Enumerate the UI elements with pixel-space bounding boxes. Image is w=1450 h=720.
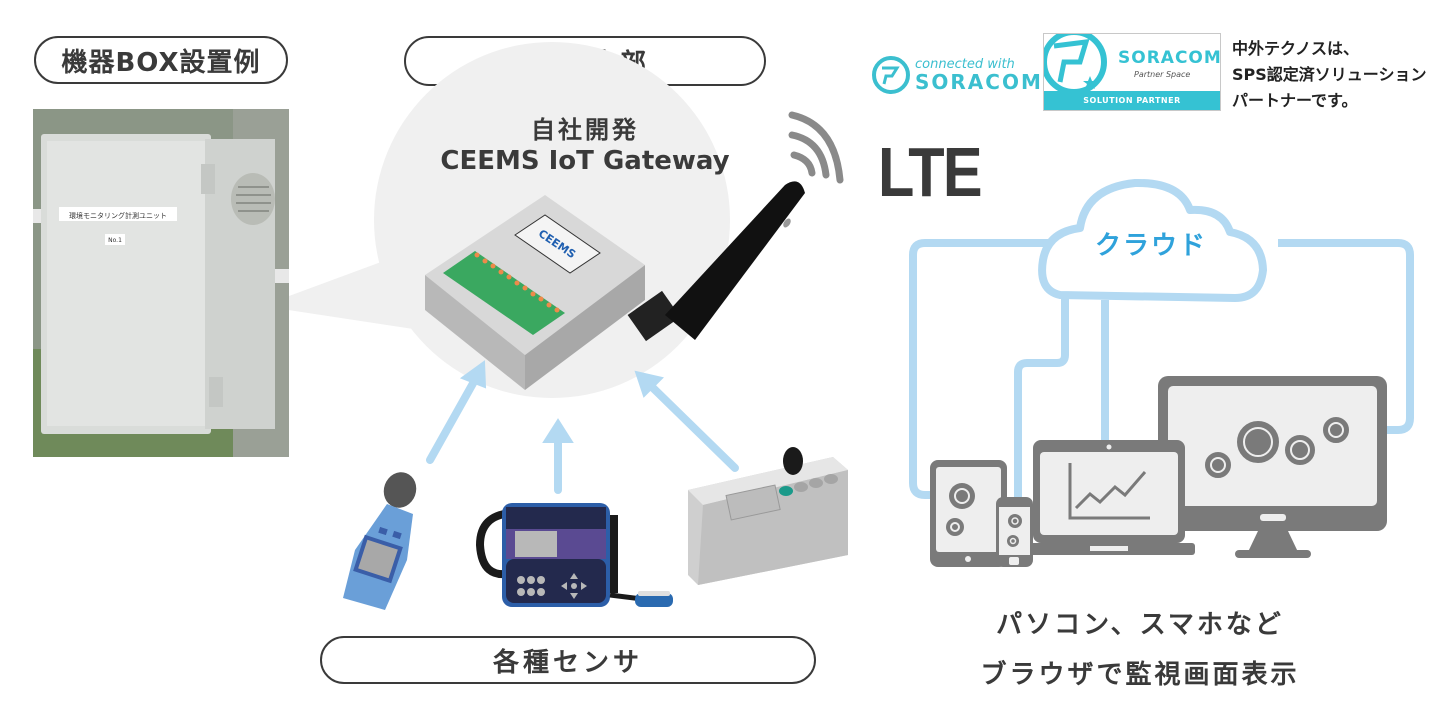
cloud-label: クラウド <box>1095 231 1208 261</box>
gateway-device: CEEMS <box>425 195 645 390</box>
badge-solution-partner: SOLUTION PARTNER <box>1044 91 1220 110</box>
partner-statement-line: SPS認定済ソリューション <box>1232 65 1427 84</box>
box-example-label: 機器BOX設置例 <box>34 36 288 84</box>
connected-with-text: connected with <box>915 57 1015 72</box>
partner-statement-line: 中外テクノスは、 <box>1232 39 1360 58</box>
cloud-icon <box>1038 178 1267 302</box>
devices-caption-line: ブラウザで監視画面表示 <box>980 660 1300 690</box>
sensors-label: 各種センサ <box>320 636 816 684</box>
partner-statement-line: パートナーです。 <box>1232 91 1358 110</box>
dust-monitor-sensor <box>688 447 848 585</box>
gateway-title-line2: CEEMS IoT Gateway <box>440 146 730 176</box>
badge-partner-space: Partner Space <box>1134 70 1191 79</box>
devices-caption-line: パソコン、スマホなど <box>996 610 1284 640</box>
arrow-head-right <box>634 370 664 398</box>
soracom-partner-badge: SORACOM Partner Space SOLUTION PARTNER <box>1043 33 1221 111</box>
devices-caption: パソコン、スマホなど ブラウザで監視画面表示 <box>960 600 1320 700</box>
arrow-head-center <box>542 418 574 443</box>
sound-level-meter-sensor <box>343 472 417 610</box>
wireless-signal-icon <box>788 111 844 184</box>
antenna <box>627 181 805 342</box>
enclosure-photo: 環境モニタリング計測ユニット No.1 <box>33 109 289 457</box>
badge-brand: SORACOM <box>1118 48 1221 68</box>
gateway-title-line1: 自社開発 <box>531 116 639 144</box>
line-to-phone <box>1014 290 1069 500</box>
box-example-text: 機器BOX設置例 <box>61 47 261 78</box>
soracom-brand-text: SORACOM <box>915 70 1043 94</box>
sensors-text: 各種センサ <box>492 647 643 678</box>
arrow-line-left <box>426 374 480 464</box>
laptop-icon <box>1025 440 1195 555</box>
smartphone-icon <box>996 497 1033 567</box>
partner-statement: 中外テクノスは、 SPS認定済ソリューション パートナーです。 <box>1232 36 1426 114</box>
line-to-tablet <box>909 239 1050 499</box>
enclosure-number: No.1 <box>108 237 122 244</box>
lte-label: LTE <box>878 133 983 211</box>
line-to-desktop <box>1278 239 1414 434</box>
desktop-monitor-icon <box>1158 376 1387 558</box>
soracom-connected-logo-icon <box>872 56 910 94</box>
tablet-icon <box>930 460 1007 567</box>
arrow-line-right <box>646 381 739 472</box>
arrow-head-left <box>459 360 487 389</box>
enclosure-label: 環境モニタリング計測ユニット <box>69 211 167 220</box>
bubble-tail <box>262 255 420 330</box>
gas-detector-sensor <box>475 503 673 607</box>
